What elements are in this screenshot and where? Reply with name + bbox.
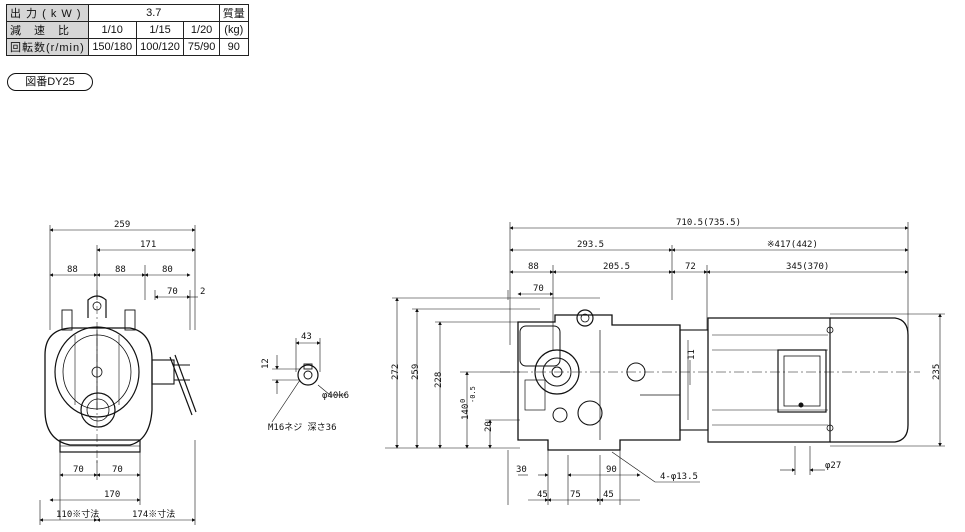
dim-left-b: 88 [115,265,126,275]
dim-overall-width: 259 [114,220,130,230]
dim-base-left: 110※寸法 [56,508,99,520]
dim-a-70: 70 [533,284,544,294]
dim-45b: 45 [603,490,614,500]
dim-height-228: 228 [434,372,444,388]
side-view [385,222,945,505]
dim-key-gap: 2 [200,287,205,297]
dim-height-20: 20 [484,421,494,432]
dim-foot-total: 170 [104,490,120,500]
dim-upper-width: 171 [140,240,156,250]
speed-3: 75/90 [183,38,220,56]
dim-a-345: 345(370) [786,262,829,272]
dim-27: φ27 [825,461,841,471]
dim-30: 30 [516,465,527,475]
shaft-detail [271,338,346,423]
dim-thread: M16ネジ 深さ36 [268,422,337,433]
dim-key-height: 12 [261,358,271,369]
dim-a-72: 72 [685,262,696,272]
figure-label: 図番DY25 [7,73,93,91]
dim-gear-length: 293.5 [577,240,604,250]
header-output: 出 力 ( k W ) [6,4,89,22]
speed-1: 150/180 [87,38,137,56]
dim-key-offset: 70 [167,287,178,297]
front-view [39,225,198,525]
dim-90: 90 [606,465,617,475]
weight-value: 90 [218,38,249,56]
dim-45a: 45 [537,490,548,500]
dim-height-259: 259 [411,364,421,380]
dim-tol-lower: -0.5 [469,386,477,403]
dim-base-right: 174※寸法 [132,508,175,520]
weight-unit: (kg) [218,21,249,39]
dim-height-272: 272 [391,364,401,380]
dim-75: 75 [570,490,581,500]
side-view-labels: 710.5(735.5) 293.5 ※417(442) 88 205.5 72… [391,218,942,500]
dim-a-88: 88 [528,262,539,272]
spec-table: 出 力 ( k W ) 3.7 質量 減 速 比 1/10 1/15 1/20 … [6,4,249,56]
dim-holes: 4-φ13.5 [660,472,698,482]
dim-235: 235 [932,364,942,380]
dim-tol-upper: 0 [459,399,467,403]
dim-motor-length: ※417(442) [767,240,818,250]
shaft-detail-labels: 43 12 φ40k6 M16ネジ 深さ36 [261,332,349,433]
header-speed: 回転数(r/min) [6,38,89,56]
dim-shaft-diameter: φ40k6 [322,391,349,401]
dim-height-140: 140 [461,404,471,420]
dim-a-205: 205.5 [603,262,630,272]
dim-left-c: 80 [162,265,173,275]
dim-11: 11 [687,349,697,360]
dim-foot-left: 70 [73,465,84,475]
dim-foot-right: 70 [112,465,123,475]
header-weight: 質量 [218,4,249,22]
dim-key-width: 43 [301,332,312,342]
front-view-labels: 259 171 88 88 80 70 2 70 70 170 110※寸法 1… [56,220,205,520]
dim-overall-length: 710.5(735.5) [676,218,741,228]
dim-left-a: 88 [67,265,78,275]
